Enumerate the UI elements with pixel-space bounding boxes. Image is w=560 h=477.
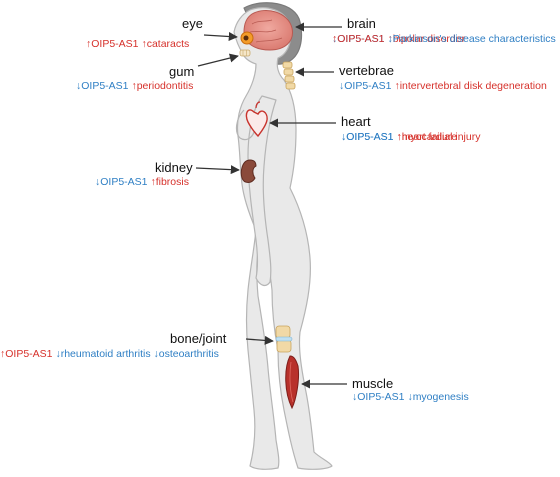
vertebrae-label: vertebrae [339,63,394,78]
muscle-organ [285,355,299,410]
effect-segment-down: ↓OIP5-AS1 ↓myogenesis [352,391,469,403]
effect-segment-up: ↑periodontitis [131,80,194,92]
effect-segment-down: ↓OIP5-AS1 [332,33,388,45]
heart-label: heart [341,114,371,129]
gum-effect-line: ↓OIP5-AS1 ↑periodontitis [76,80,193,93]
effect-segment-up: ↑OIP5-AS1 [332,33,388,45]
arrow-gum [197,53,239,67]
arrow-kidney [195,165,240,175]
muscle-effect-line: ↓OIP5-AS1 ↓myogenesis [352,391,469,404]
body-outline [233,7,333,470]
effect-segment-down: ↓OIP5-AS1 [341,131,397,143]
arrow-bone-joint [245,335,274,345]
effect-segment-up: ↑myocardial injury [396,131,481,143]
eye-effect-line: ↑OIP5-AS1 ↑cataracts [86,38,189,51]
effect-segment-down: ↓OIP5-AS1 [95,176,151,188]
eye-label: eye [182,16,203,31]
kidney-effect-line: ↓OIP5-AS1 ↑fibrosis [95,176,189,189]
vertebrae-organ [282,61,296,90]
effect-segment-up: ↑OIP5-AS1 ↑cataracts [86,38,190,50]
bone-joint-organ [275,325,293,353]
brain-effect-line: ↓OIP5-AS1 ↑bipolar disorder [332,33,465,46]
kidney-organ [240,159,257,183]
effect-segment-up: ↑fibrosis [150,176,189,188]
muscle-label: muscle [352,376,394,391]
brain-organ [243,10,293,51]
pointer-arrows [195,22,347,389]
heart-organ [245,101,268,138]
arrow-eye [203,31,238,42]
effect-segment-up: ↑intervertebral disk degeneration [394,80,547,92]
vertebrae-effect-line: ↓OIP5-AS1 ↑intervertebral disk degenerat… [339,80,547,93]
gum-organ [239,49,251,57]
effect-segment-down: ↓Parkinson's disease characteristics [387,33,556,45]
bone-joint-label: bone/joint [170,331,227,346]
brain-label: brain [347,16,376,31]
kidney-label: kidney [155,160,193,175]
effect-segment-up: ↑heart failure [396,131,458,143]
chest-contour [235,109,255,141]
effect-segment-down: ↓OIP5-AS1 [76,80,132,92]
effect-segment-down: ↓OIP5-AS1 [341,131,397,143]
bone-joint-effect-line: ↑OIP5-AS1 ↓rheumatoid arthritis ↓osteoar… [0,348,219,361]
eye-organ [240,31,254,45]
heart-effect-line: ↓OIP5-AS1 ↑heart failure [341,131,457,144]
gum-label: gum [169,64,195,79]
effect-segment-up: ↑OIP5-AS1 [0,348,56,360]
heart-effect-line: ↓OIP5-AS1 ↑myocardial injury [341,131,480,144]
body-silhouette [233,2,333,470]
effect-segment-down: ↓OIP5-AS1 [339,80,395,92]
brain-effect-line: ↑OIP5-AS1 ↓Parkinson's disease character… [332,33,556,46]
effect-segment-down: ↓rheumatoid arthritis ↓osteoarthritis [55,348,219,360]
effect-segment-up: ↑bipolar disorder [387,33,466,45]
